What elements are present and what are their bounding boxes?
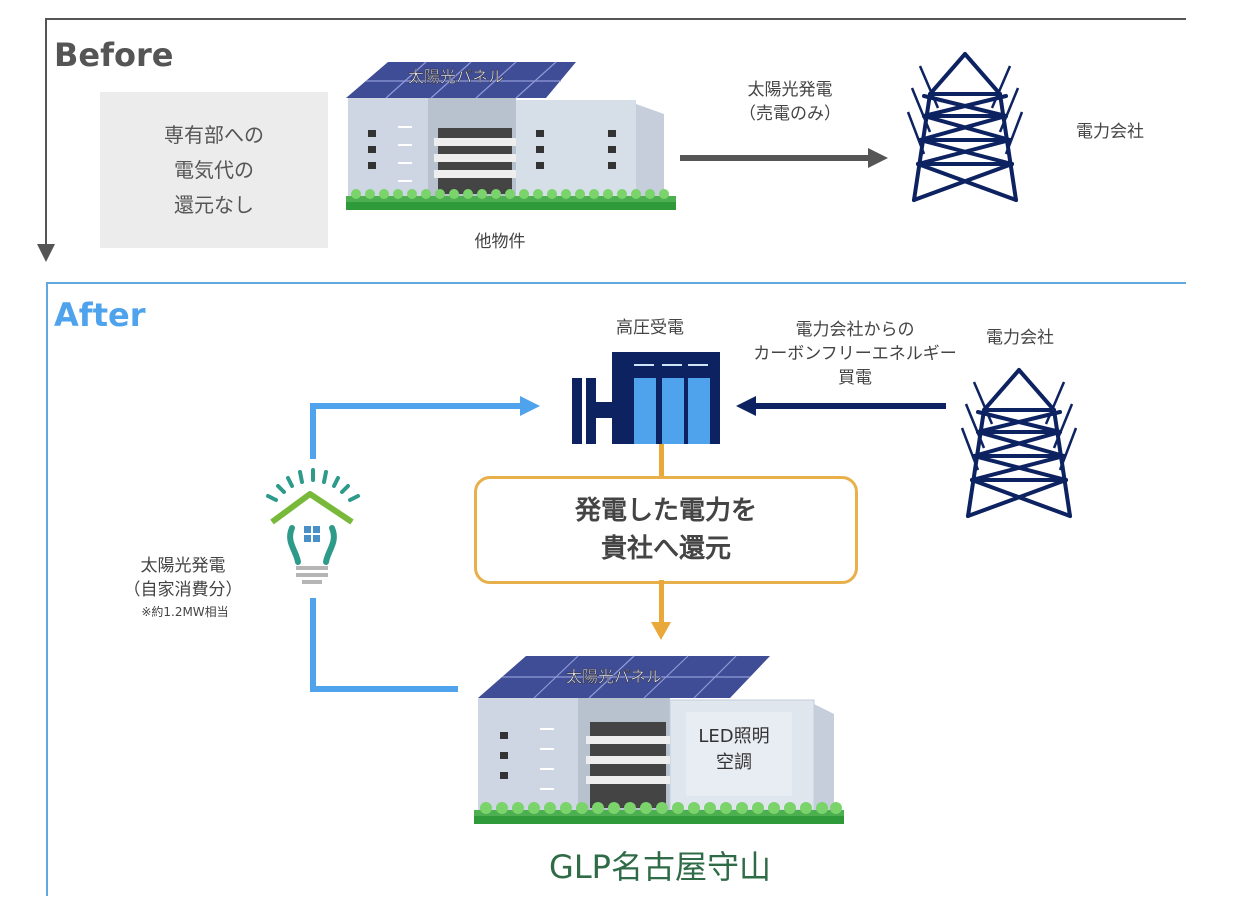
no-return-box: 専有部への 電気代の 還元なし <box>100 92 328 248</box>
solar-panel-roof <box>346 61 576 99</box>
transmission-tower-icon <box>906 52 1024 202</box>
building-caption: 他物件 <box>474 232 526 252</box>
arrow-right-icon <box>520 396 540 416</box>
down-arrow-icon <box>37 244 55 262</box>
substation-icon <box>572 352 720 444</box>
before-frame-left <box>45 18 47 246</box>
self-consumption-line-upper <box>310 403 316 459</box>
solar-panel-roof <box>478 655 770 699</box>
arrow-left-icon <box>736 396 756 416</box>
roof-label: 太陽光パネル <box>408 67 504 86</box>
no-return-text: 専有部への 電気代の 還元なし <box>164 122 264 217</box>
power-return-text: 発電した電力を 貴社へ還元 <box>574 496 757 564</box>
site-name: GLP名古屋守山 <box>549 848 771 886</box>
carbon-free-purchase-label: 電力会社からの カーボンフリーエネルギー 買電 <box>753 320 957 388</box>
spiral-ramp <box>434 128 516 194</box>
before-title: Before <box>54 36 174 74</box>
eco-lightbulb-icon <box>266 468 360 584</box>
capacity-note: ※約1.2MW相当 <box>141 605 229 619</box>
purchase-arrow <box>752 403 946 409</box>
self-consumption-line-lower <box>310 598 316 692</box>
roof-label: 太陽光パネル <box>566 667 662 686</box>
arrow-down-icon <box>651 622 671 640</box>
after-frame-left <box>46 282 48 896</box>
warehouse-building-icon: 太陽光パネル <box>346 61 676 210</box>
transmission-tower-icon <box>960 368 1078 518</box>
self-consumption-line-bottom <box>310 686 458 692</box>
glp-warehouse-building-icon: 太陽光パネル <box>474 655 844 824</box>
arrow-right-icon <box>868 148 888 168</box>
sell-arrow <box>680 155 870 161</box>
after-frame-top <box>46 282 1186 284</box>
utility-company-label: 電力会社 <box>1076 122 1144 142</box>
spiral-ramp <box>586 722 670 808</box>
self-consumption-line-top <box>310 403 522 409</box>
return-line-bottom <box>659 580 664 624</box>
self-consumption-label: 太陽光発電 （自家消費分） <box>123 556 243 600</box>
return-line-top <box>659 444 664 478</box>
before-frame-top <box>46 18 1186 20</box>
sell-power-label: 太陽光発電 （売電のみ） <box>739 80 841 124</box>
led-aircon-label: LED照明 空調 <box>698 726 770 773</box>
highlight-panel <box>686 712 792 796</box>
utility-company-label-after: 電力会社 <box>986 328 1054 348</box>
power-return-box: 発電した電力を 貴社へ還元 <box>474 476 858 584</box>
substation-label: 高圧受電 <box>616 318 684 338</box>
after-title: After <box>54 296 146 334</box>
